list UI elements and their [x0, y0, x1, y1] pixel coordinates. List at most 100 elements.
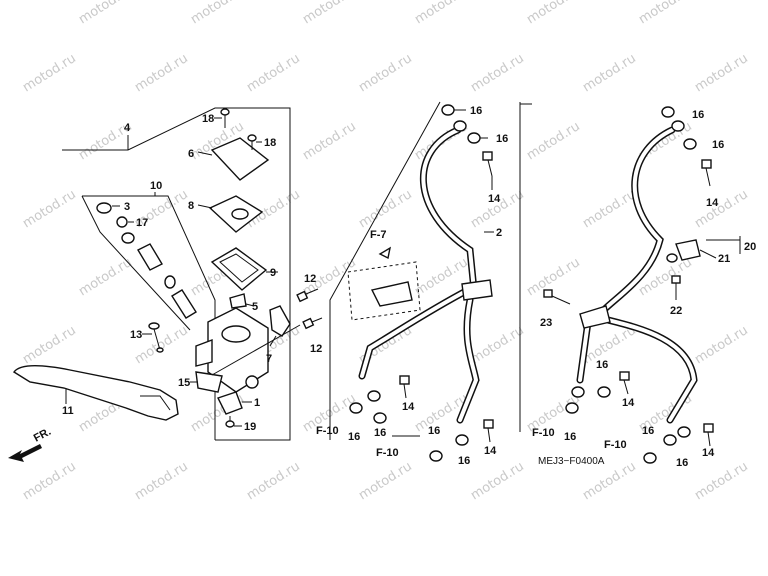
label-12-a: 12 [304, 273, 316, 285]
label-14-a: 14 [488, 193, 501, 205]
brake-hose-right-upper [592, 126, 676, 322]
clip-bolt [671, 275, 681, 300]
label-16-l: 16 [676, 457, 688, 469]
label-2: 2 [496, 227, 502, 239]
label-21: 21 [718, 253, 730, 265]
label-16-e: 16 [428, 425, 440, 437]
label-16-i: 16 [596, 359, 608, 371]
circlip [116, 216, 128, 228]
washer-left-1 [349, 402, 363, 414]
watermark-text: motod.ru [20, 187, 79, 231]
washer-left-2 [373, 412, 387, 424]
boot-ring [96, 202, 112, 214]
label-14-d: 14 [706, 197, 719, 209]
label-16-c: 16 [348, 431, 360, 443]
banjo-right [455, 434, 469, 446]
boot [269, 305, 291, 337]
watermark-text: motod.ru [636, 255, 695, 299]
label-14-e: 14 [622, 397, 635, 409]
banjo-bolt-r-top [701, 159, 712, 187]
cylinder-bore [221, 325, 251, 343]
watermark-text: motod.ru [76, 255, 135, 299]
label-fr: FR. [32, 426, 53, 445]
washer-r-left-2 [597, 386, 611, 398]
leader-cluster [211, 324, 301, 376]
washer-r-left [565, 402, 579, 414]
banjo-bolt-right [483, 419, 494, 443]
hose-section-left [329, 101, 494, 462]
washer-r-right [643, 452, 657, 464]
banjo-bolt-r-left [619, 371, 630, 395]
banjo-bolt-left [399, 375, 410, 399]
watermark-text: motod.ru [412, 0, 471, 27]
f7-ref-arrow [378, 246, 391, 260]
label-16-k: 16 [642, 425, 654, 437]
label-14-b: 14 [402, 401, 415, 413]
f7-ref-box [347, 261, 421, 321]
label-22: 22 [670, 305, 682, 317]
label-17: 17 [136, 217, 148, 229]
leader-21 [699, 249, 717, 259]
hose-clamp [370, 281, 413, 307]
watermark-text: motod.ru [636, 0, 695, 27]
lever-detail [140, 395, 171, 411]
washer-top-2 [467, 132, 481, 144]
cap-screw-right [247, 134, 257, 150]
brake-lever [12, 365, 179, 421]
diaphragm-inner [219, 253, 259, 283]
spring [171, 289, 197, 319]
label-13: 13 [130, 329, 142, 341]
label-18-b: 18 [264, 137, 276, 149]
pivot-bolt [148, 322, 164, 353]
label-f10-b: F-10 [376, 447, 399, 459]
switch-screw [225, 416, 235, 428]
label-19: 19 [244, 421, 256, 433]
hose-section-right [519, 102, 741, 464]
hose-clip [675, 239, 701, 261]
washer-r-top-2 [683, 138, 697, 150]
label-f10-d: F-10 [604, 439, 627, 451]
watermark-text: motod.ru [468, 323, 527, 367]
banjo-bolt-r-right [703, 423, 714, 447]
label-12-b: 12 [310, 343, 322, 355]
watermark-text: motod.ru [356, 51, 415, 95]
holder [195, 371, 223, 393]
label-16-j: 16 [564, 431, 576, 443]
lever-mount [195, 338, 213, 367]
label-4: 4 [124, 122, 131, 134]
watermark-text: motod.ru [20, 323, 79, 367]
master-cylinder-group [8, 107, 301, 462]
mount-bolt-lower [302, 317, 323, 330]
watermark-text: motod.ru [244, 459, 303, 503]
watermark-text: motod.ru [468, 51, 527, 95]
watermark-text: motod.ru [692, 187, 751, 231]
label-3: 3 [124, 201, 130, 213]
watermark-text: motod.ru [132, 459, 191, 503]
watermark-text: motod.ru [244, 51, 303, 95]
leader-5 [245, 303, 255, 307]
hose-joint-right [579, 305, 611, 329]
banjo-top [453, 120, 467, 132]
watermark-text: motod.ru [580, 187, 639, 231]
washer-r-right-2 [677, 426, 691, 438]
watermark-text: motod.ru [20, 51, 79, 95]
washer-r-top-1 [661, 106, 675, 118]
label-16-f: 16 [458, 455, 470, 467]
washer [121, 232, 135, 244]
watermark-text: motod.ru [524, 255, 583, 299]
watermark-text: motod.ru [356, 187, 415, 231]
label-6: 6 [188, 148, 194, 160]
label-14-f: 14 [702, 447, 715, 459]
banjo-r-left [571, 386, 585, 398]
hose-joint [461, 279, 493, 301]
watermark-text: motod.ru [188, 0, 247, 27]
watermark-text: motod.ru [300, 119, 359, 163]
label-14-c: 14 [484, 445, 497, 457]
label-16-b: 16 [496, 133, 508, 145]
label-16-h: 16 [712, 139, 724, 151]
piston [137, 243, 163, 271]
mount-bolt-upper [296, 288, 319, 303]
label-f10-a: F-10 [316, 425, 339, 437]
watermark-text: motod.ru [76, 0, 135, 27]
